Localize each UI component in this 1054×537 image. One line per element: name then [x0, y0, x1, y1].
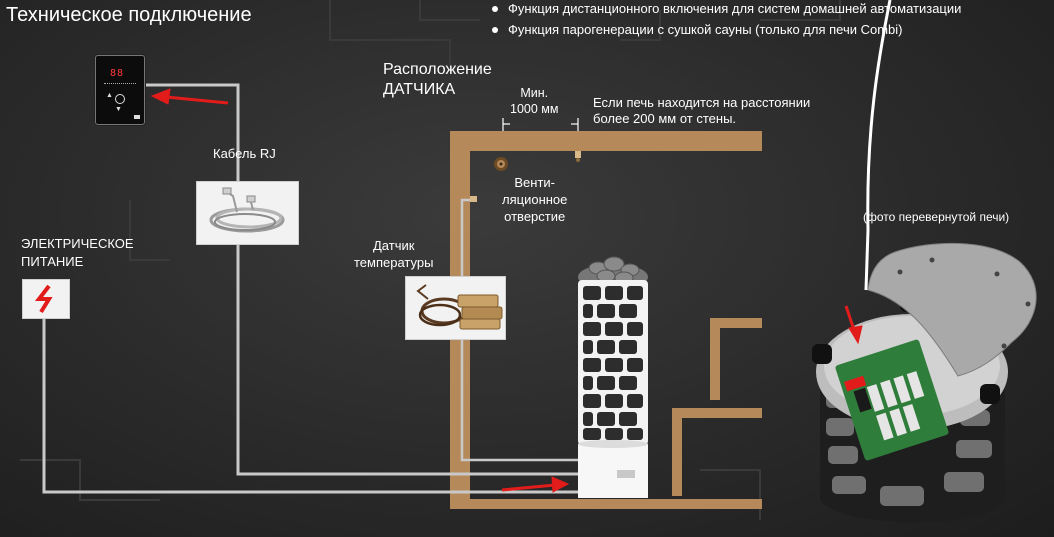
sensor-location-line-2: ДАТЧИКА: [383, 81, 456, 98]
sensor-location-label: Расположение ДАТЧИКА: [383, 60, 492, 100]
arrow-to-heater: [501, 476, 570, 493]
temperature-sensor-line-2: температуры: [354, 255, 434, 270]
sauna-heater: [578, 256, 648, 498]
background-pattern: [20, 0, 841, 520]
heater-upside-down-photo: [812, 0, 1037, 523]
down-arrow-icon: ▼: [115, 106, 122, 113]
min-distance-marker: [502, 118, 579, 131]
rj-cable-image: [196, 181, 299, 245]
vent-label: Венти- ляционное отверстие: [502, 174, 567, 225]
cable-coil-icon: [209, 187, 285, 233]
vent-line-1: Венти-: [514, 175, 555, 190]
power-cable-line: [42, 318, 580, 494]
feature-list: Функция дистанционного включения для сис…: [488, 0, 961, 42]
control-panel-display: 88: [110, 68, 125, 79]
arrow-to-board: [844, 305, 863, 345]
min-distance-label: Мин. 1000 мм: [510, 85, 558, 117]
power-button-icon: [115, 94, 125, 104]
sensor-mount-wall: [470, 196, 477, 202]
power-line-2: ПИТАНИЕ: [21, 254, 84, 269]
sensor-location-line-1: Расположение: [383, 61, 492, 78]
power-supply-box: [22, 279, 70, 319]
temperature-sensor-icon: [416, 284, 503, 330]
power-line-1: ЭЛЕКТРИЧЕСКОЕ: [21, 236, 134, 251]
photo-note: (фото перевернутой печи): [863, 210, 1010, 224]
vent-icon: [494, 157, 508, 171]
temperature-sensor-image: [405, 276, 506, 340]
up-arrow-icon: ▲: [106, 92, 113, 99]
rj-cable-label: Кабель RJ: [213, 146, 276, 161]
distance-note-line-1: Если печь находится на расстоянии: [593, 95, 811, 110]
arrow-to-panel: [150, 88, 229, 105]
lightning-icon: [34, 284, 53, 314]
temperature-sensor-line-1: Датчик: [373, 238, 415, 253]
sensor-mount-ceiling: [575, 151, 581, 162]
brand-mark: [134, 115, 140, 119]
control-panel: 88 ▲ ▼: [95, 55, 145, 125]
vent-line-3: отверстие: [504, 209, 566, 224]
min-distance-line-2: 1000 мм: [510, 102, 559, 116]
vent-line-2: ляционное: [502, 192, 568, 207]
distance-note-line-2: более 200 мм от стены.: [593, 111, 737, 126]
distance-note: Если печь находится на расстоянии более …: [593, 95, 810, 127]
feature-item: Функция парогенерации с сушкой сауны (то…: [488, 21, 961, 42]
control-panel-indicators: [104, 83, 136, 86]
temperature-sensor-label: Датчик температуры: [354, 237, 433, 271]
page-title: Техническое подключение: [6, 4, 252, 26]
min-distance-line-1: Мин.: [520, 86, 549, 100]
power-label: ЭЛЕКТРИЧЕСКОЕ ПИТАНИЕ: [21, 235, 134, 271]
rj-cable-line: [144, 83, 582, 476]
feature-item: Функция дистанционного включения для сис…: [488, 0, 961, 21]
